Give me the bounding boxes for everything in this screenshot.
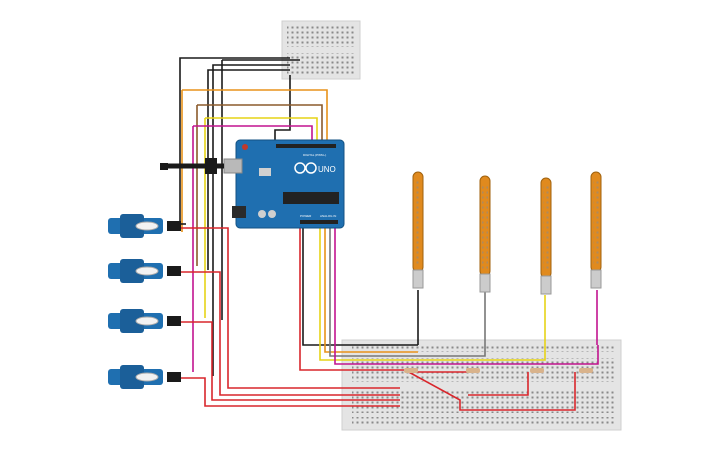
arduino-logo-icon: [294, 162, 306, 174]
wire-orange: [182, 89, 328, 145]
servo-motor: [108, 214, 181, 238]
usb-port: [223, 158, 243, 174]
resistor: [530, 368, 544, 373]
power-jack: [232, 206, 246, 218]
large-breadboard[interactable]: [341, 339, 622, 431]
analog-label: ANALOG IN: [320, 214, 336, 218]
wire-magenta: [334, 228, 599, 365]
flex-sensor: [590, 171, 602, 289]
wire-red: [180, 227, 400, 389]
small-breadboard[interactable]: [281, 20, 361, 80]
resistor: [466, 368, 480, 373]
servo-motor: [108, 259, 181, 283]
flex-sensor: [412, 171, 424, 289]
arduino-uno[interactable]: UNO DIGITAL (PWM~) POWER ANALOG IN: [160, 139, 345, 229]
wire-orange: [324, 228, 418, 353]
resistor: [579, 368, 593, 373]
resistor: [404, 368, 418, 373]
power-label: POWER: [300, 214, 312, 218]
wire-yellow: [205, 117, 318, 145]
wire-black: [179, 57, 290, 226]
atmega-chip: [283, 192, 339, 204]
wire-magenta: [193, 125, 313, 145]
flex-sensors[interactable]: [412, 171, 602, 295]
servo-motor: [108, 309, 181, 333]
wire-yellow: [319, 228, 546, 361]
wire-red: [404, 369, 576, 411]
wire-red: [180, 271, 400, 396]
reset-button: [242, 144, 248, 150]
wire-red: [180, 377, 400, 407]
digital-label: DIGITAL (PWM~): [303, 153, 326, 157]
servo-motor: [108, 365, 181, 389]
wire-red: [299, 228, 405, 371]
wire-red: [468, 372, 529, 396]
wires: [179, 57, 599, 411]
wire-gray: [329, 228, 486, 357]
wire-black: [207, 69, 290, 270]
power-header: [300, 220, 338, 224]
resistors[interactable]: [404, 368, 593, 373]
board-logo-text: UNO: [318, 165, 336, 174]
servos[interactable]: [108, 214, 181, 389]
wire-red: [180, 321, 400, 401]
wire-black: [302, 228, 418, 346]
wire-brown: [197, 104, 323, 145]
flex-sensor: [479, 175, 491, 293]
wire-black: [274, 75, 291, 145]
flex-sensor: [540, 177, 552, 295]
digital-header: [276, 144, 336, 148]
